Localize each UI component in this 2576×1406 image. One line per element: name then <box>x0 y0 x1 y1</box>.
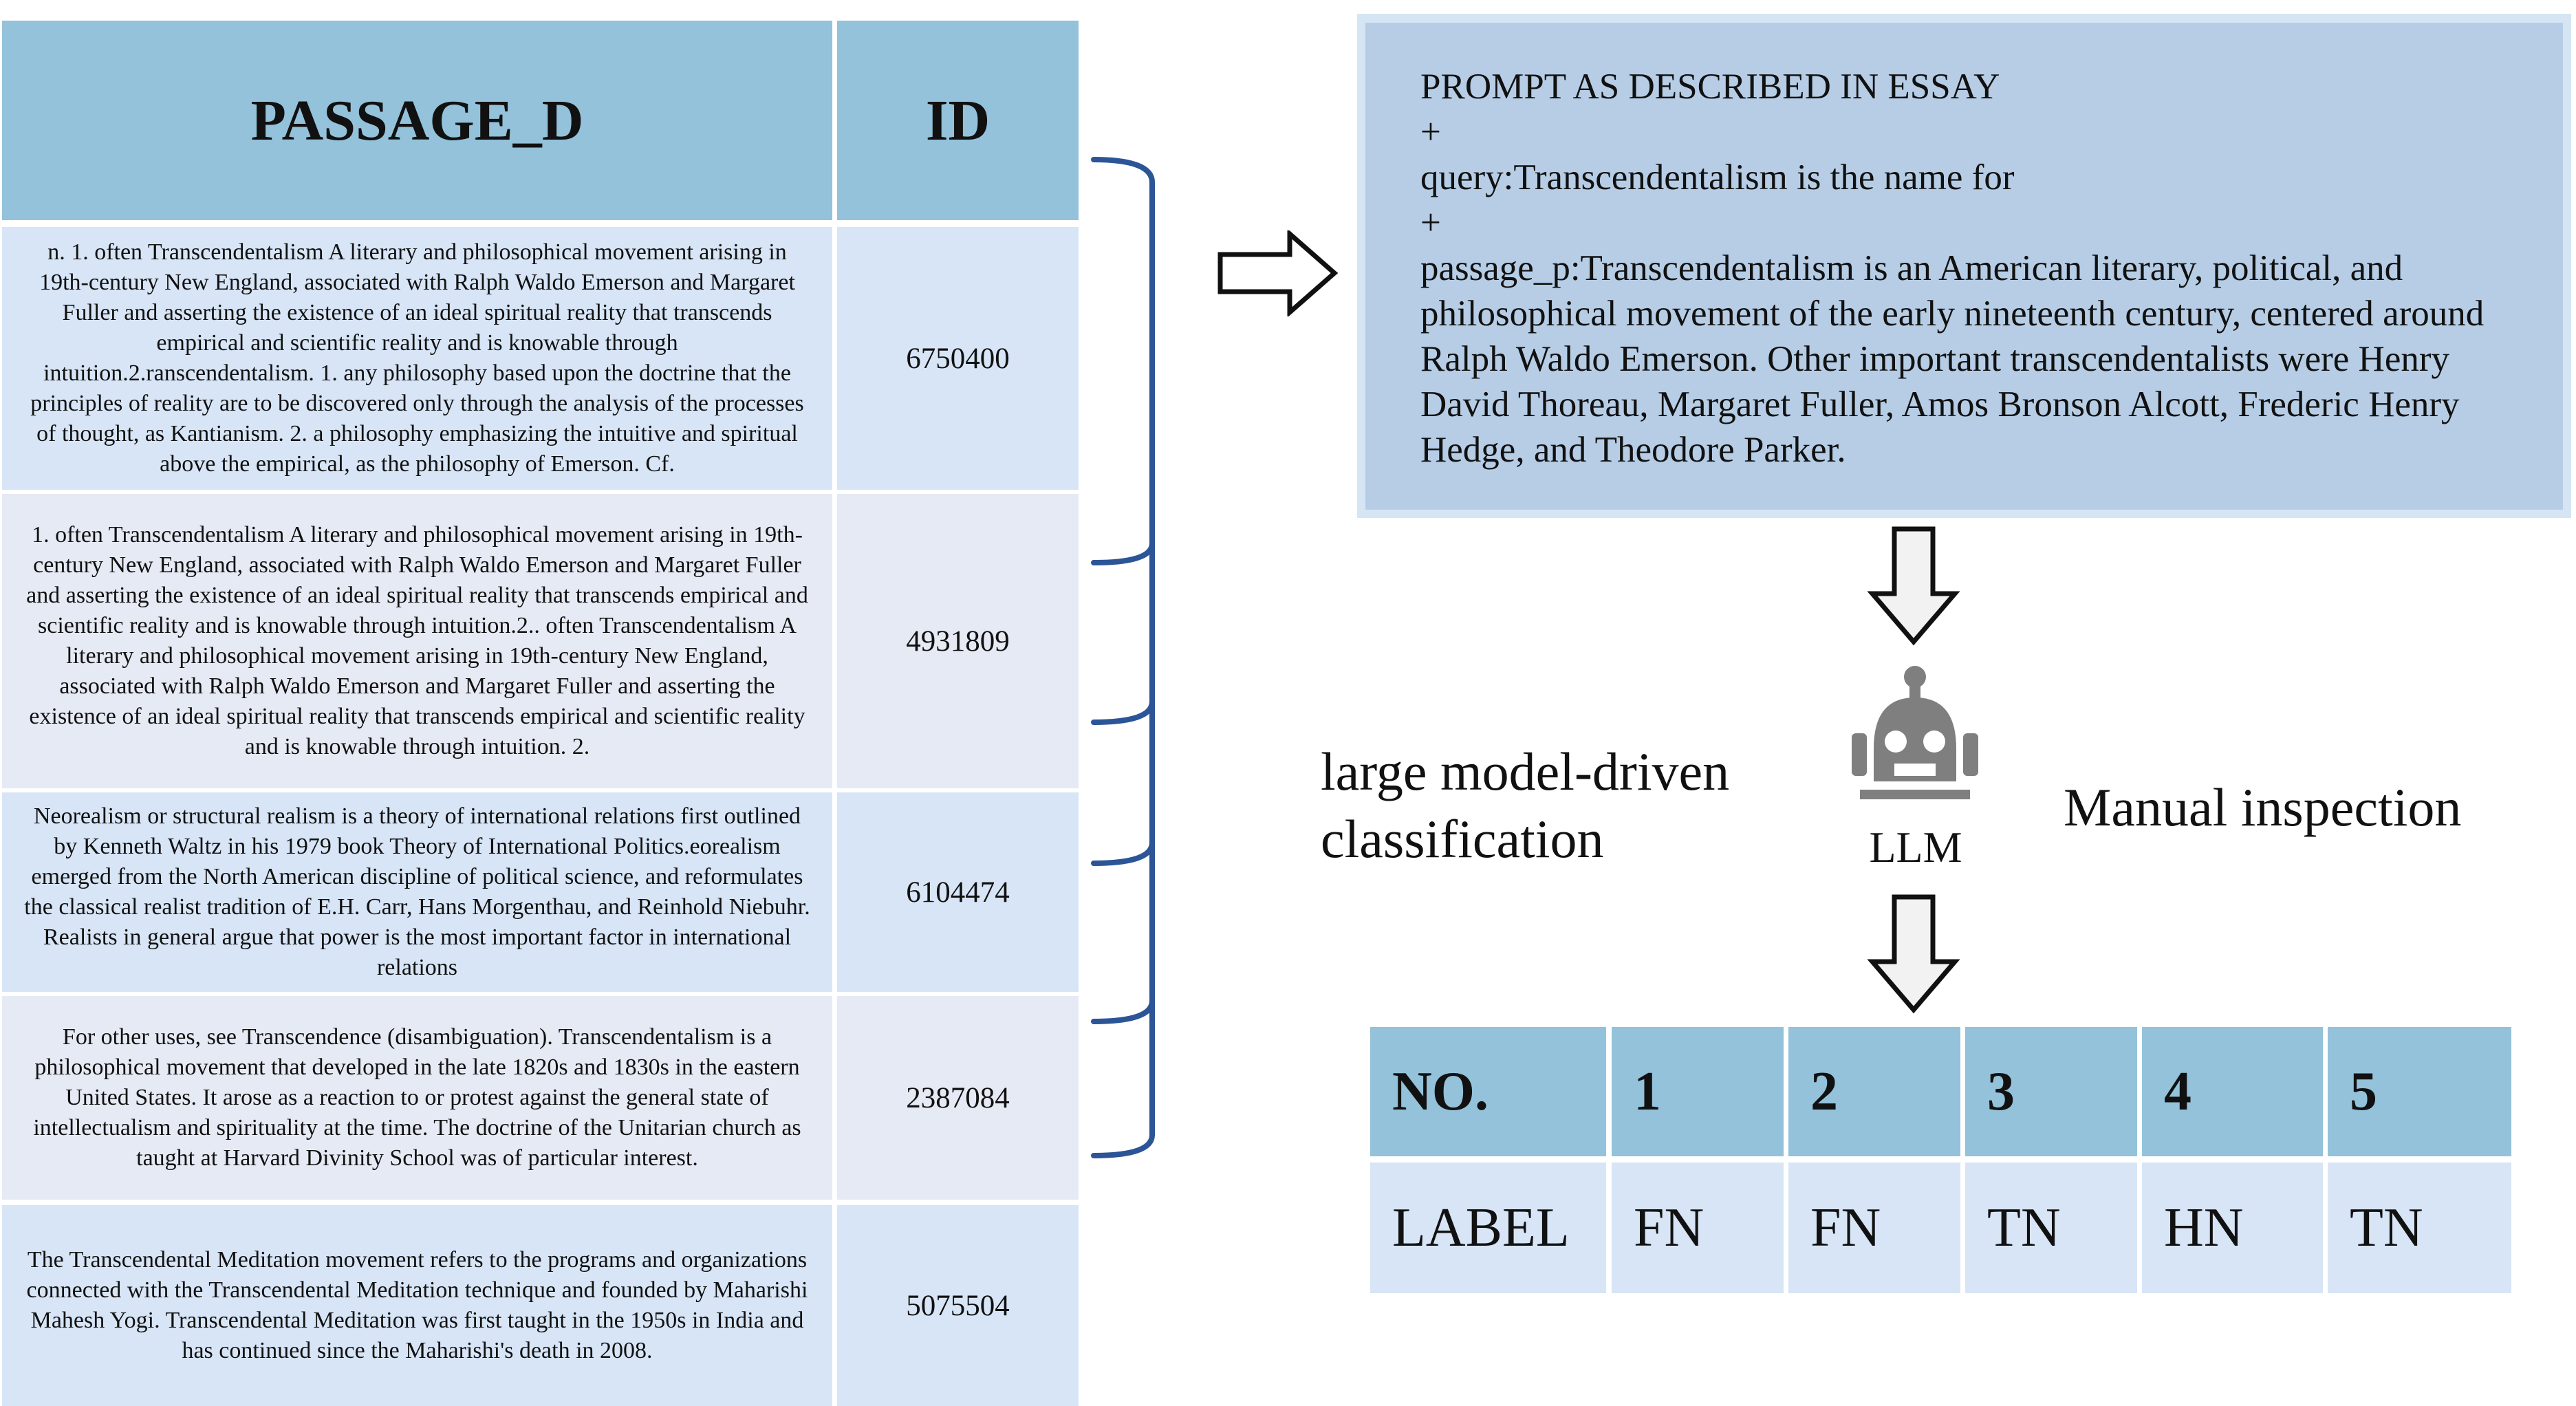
id-cell: 2387084 <box>837 996 1079 1200</box>
label-table-cell: TN <box>2328 1162 2511 1293</box>
prompt-plus: + <box>1420 112 1441 152</box>
label-table-header-cell: 3 <box>1965 1027 2137 1156</box>
id-column-header: ID <box>837 21 1079 220</box>
label-table-header-cell: 1 <box>1612 1027 1784 1156</box>
id-cell: 6104474 <box>837 792 1079 992</box>
classification-caption: large model-driven classification <box>1321 742 1730 869</box>
label-table-cell: HN <box>2142 1162 2323 1293</box>
label-table-header-cell: NO. <box>1370 1027 1606 1156</box>
arrow-down-icon <box>1867 526 1960 646</box>
label-table-header-cell: 4 <box>2142 1027 2323 1156</box>
label-table-cell: FN <box>1612 1162 1784 1293</box>
prompt-query: query:Transcendentalism is the name for <box>1420 158 2015 197</box>
manual-inspection-caption: Manual inspection <box>2064 777 2462 837</box>
label-table-cell: LABEL <box>1370 1162 1606 1293</box>
id-cell: 4931809 <box>837 494 1079 788</box>
label-table-cell: TN <box>1965 1162 2137 1293</box>
prompt-title: PROMPT AS DESCRIBED IN ESSAY <box>1420 67 2000 107</box>
arrow-down-icon <box>1867 894 1960 1014</box>
arrow-right-icon <box>1217 230 1339 316</box>
label-table-cell: FN <box>1788 1162 1960 1293</box>
passage-cell: The Transcendental Meditation movement r… <box>2 1205 832 1406</box>
id-cell: 5075504 <box>837 1205 1079 1406</box>
label-table-header-cell: 2 <box>1788 1027 1960 1156</box>
passage-cell: For other uses, see Transcendence (disam… <box>2 996 832 1200</box>
grouping-brace <box>1091 157 1155 1158</box>
prompt-plus: + <box>1420 203 1441 243</box>
llm-label: LLM <box>1869 823 1962 872</box>
robot-icon <box>1852 666 1978 799</box>
id-cell: 6750400 <box>837 227 1079 490</box>
passage-column-header: PASSAGE_D <box>2 21 832 220</box>
prompt-passage: passage_p:Transcendentalism is an Americ… <box>1420 248 2493 470</box>
label-table-header-cell: 5 <box>2328 1027 2511 1156</box>
passage-cell: n. 1. often Transcendentalism A literary… <box>2 227 832 490</box>
prompt-box: PROMPT AS DESCRIBED IN ESSAY + query:Tra… <box>1365 23 2563 510</box>
passage-cell: 1. often Transcendentalism A literary an… <box>2 494 832 788</box>
passage-cell: Neorealism or structural realism is a th… <box>2 792 832 992</box>
